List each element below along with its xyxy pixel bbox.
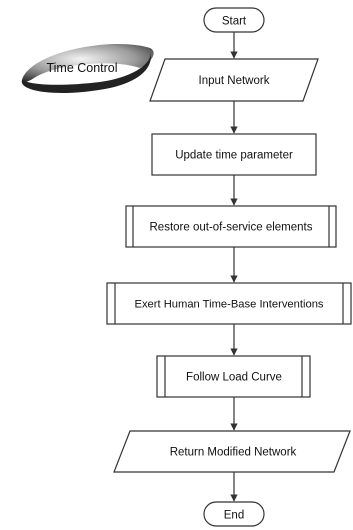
start-terminator-shape — [203, 7, 265, 33]
restore-elements-shape — [125, 205, 337, 248]
end-terminator-shape — [203, 501, 265, 527]
end-label: End — [224, 510, 244, 522]
return-network-node: Return Modified Network — [113, 430, 351, 473]
exert-interventions-node: Exert Human Time-Base Interventions — [106, 282, 352, 325]
swoosh-shape — [22, 43, 154, 83]
swoosh-dark-tail — [21, 48, 152, 94]
time-control-label: Time Control — [46, 61, 117, 75]
follow-load-curve-label: Follow Load Curve — [186, 372, 282, 384]
start-label: Start — [222, 16, 247, 28]
restore-elements-node: Restore out-of-service elements — [125, 205, 337, 248]
follow-load-curve-shape — [156, 355, 311, 398]
time-control-badge: Time Control — [21, 43, 154, 94]
input-network-label: Input Network — [199, 75, 270, 87]
update-time-shape — [151, 133, 317, 176]
return-network-label: Return Modified Network — [170, 447, 297, 459]
restore-elements-label: Restore out-of-service elements — [150, 222, 313, 234]
return-network-shape — [113, 430, 351, 473]
exert-interventions-shape — [106, 282, 352, 325]
input-network-node: Input Network — [149, 58, 319, 102]
start-node: Start — [203, 7, 265, 33]
update-time-node: Update time parameter — [151, 133, 317, 176]
end-node: End — [203, 501, 265, 527]
input-network-shape — [149, 58, 319, 102]
follow-load-curve-node: Follow Load Curve — [156, 355, 311, 398]
exert-interventions-label: Exert Human Time-Base Interventions — [134, 299, 323, 311]
update-time-label: Update time parameter — [175, 150, 293, 162]
